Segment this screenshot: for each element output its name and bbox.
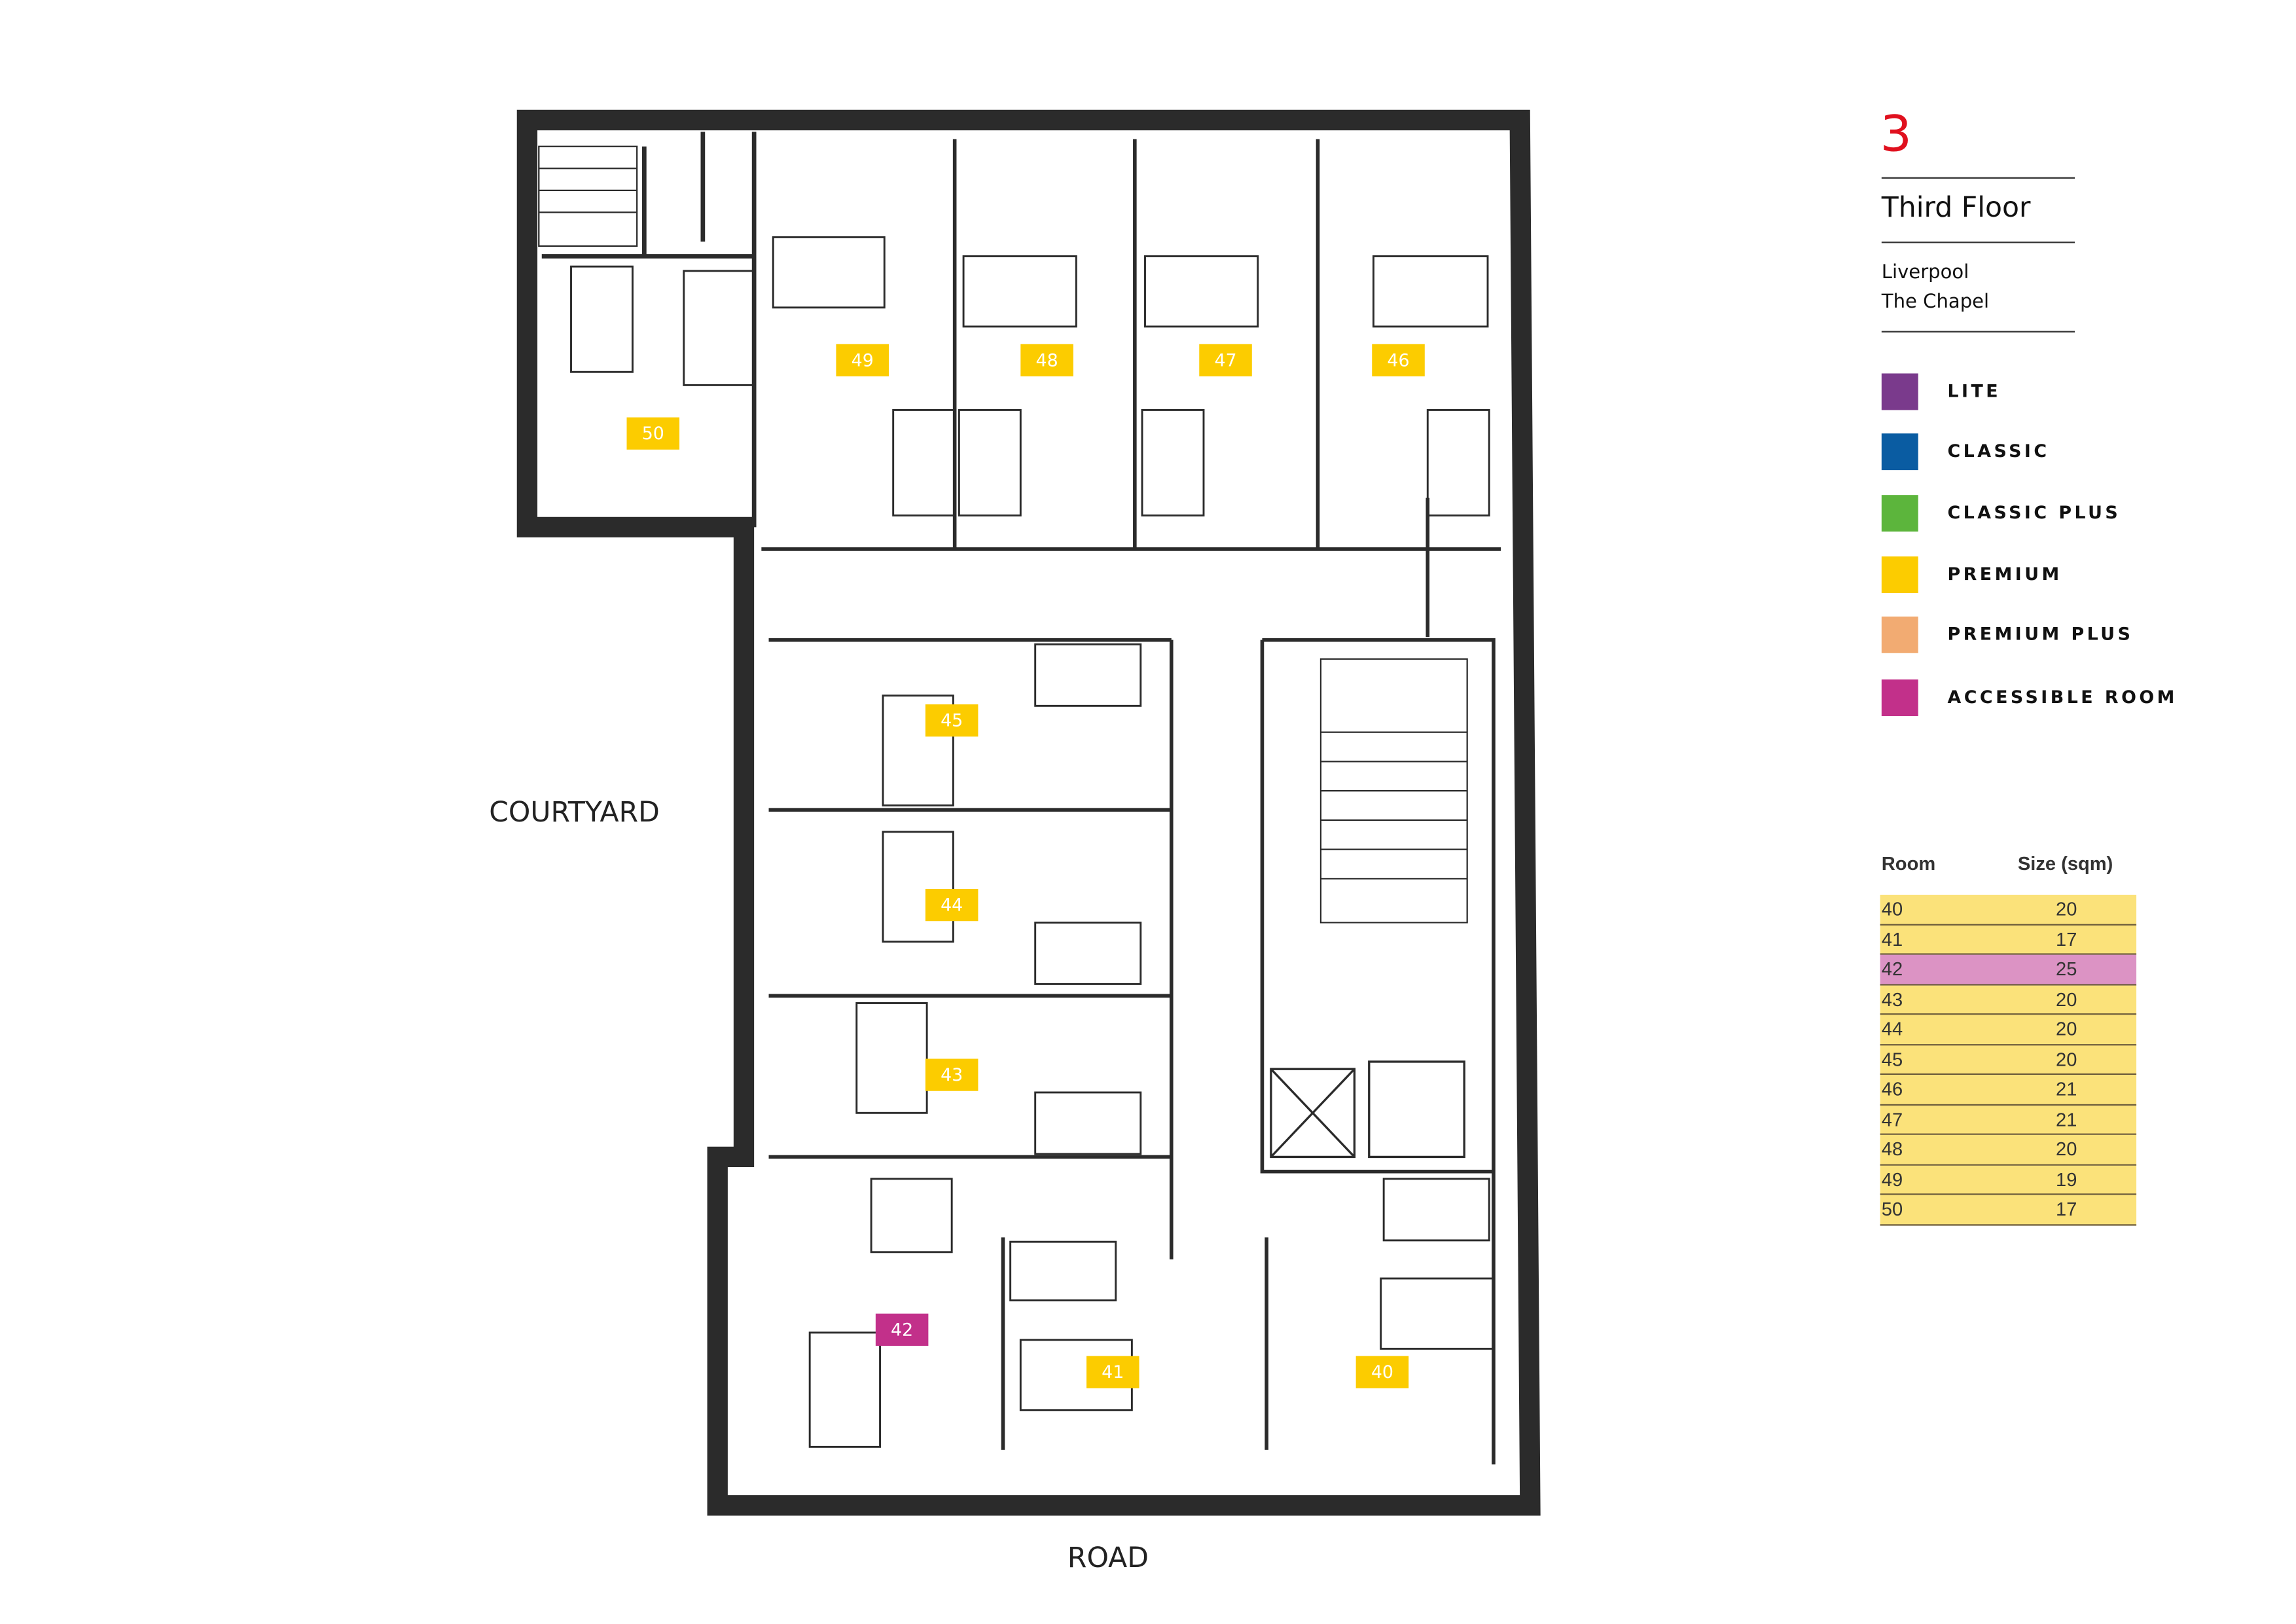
floor-title: Third Floor (1881, 192, 2031, 225)
table-header-size: Size (sqm) (2017, 852, 2113, 875)
building-name: The Chapel (1881, 291, 1990, 314)
room-label-42: 42 (875, 1313, 929, 1346)
stairs (1319, 658, 1468, 924)
legend-swatch (1881, 433, 1918, 471)
legend-swatch (1881, 373, 1918, 410)
room-size-cell: 17 (2056, 1198, 2077, 1220)
room-number-cell: 45 (1881, 1047, 1903, 1070)
table-row: 43 20 (1880, 984, 2137, 1015)
table-row: 41 17 (1880, 924, 2137, 955)
road-label: ROAD (1067, 1542, 1149, 1574)
legend-swatch (1881, 616, 1918, 653)
room-size-cell: 20 (2056, 987, 2077, 1010)
room-number-cell: 47 (1881, 1108, 1903, 1130)
exterior-wall (516, 109, 1541, 1516)
legend-label: CLASSIC (1947, 441, 2050, 461)
room-label-43: 43 (925, 1058, 978, 1091)
room-number-cell: 50 (1881, 1198, 1903, 1220)
room-size-cell: 17 (2056, 928, 2077, 950)
beds (683, 236, 1495, 1448)
room-size-cell: 20 (2056, 1138, 2077, 1160)
table-row: 48 20 (1880, 1134, 2137, 1165)
legend-swatch (1881, 556, 1918, 594)
divider (1881, 331, 2075, 333)
legend-label: CLASSIC PLUS (1947, 502, 2121, 523)
room-label-48: 48 (1020, 344, 1073, 376)
room-label-46: 46 (1372, 344, 1425, 376)
room-size-cell: 21 (2056, 1077, 2077, 1100)
room-size-cell: 25 (2056, 958, 2077, 980)
room-label-41: 41 (1086, 1356, 1139, 1388)
room-number-cell: 49 (1881, 1168, 1903, 1190)
room-number-cell: 44 (1881, 1017, 1903, 1040)
room-size-cell: 20 (2056, 1017, 2077, 1040)
wing-walls (541, 132, 757, 528)
room-label-47: 47 (1199, 344, 1252, 376)
room-size-cell: 19 (2056, 1168, 2077, 1190)
stairs-wing (538, 145, 638, 247)
divider (1881, 242, 2075, 244)
legend-swatch (1881, 679, 1918, 716)
legend-label: LITE (1947, 380, 2001, 401)
city-name: Liverpool (1881, 262, 1969, 285)
room-size-table: 40 20 41 17 42 25 43 20 44 20 45 20 46 21 47 21 48 20 49 19… (1880, 894, 2137, 1225)
table-row: 46 21 (1880, 1075, 2137, 1105)
table-row: 42 25 (1880, 954, 2137, 985)
lift (1270, 1060, 1465, 1159)
divider (1881, 177, 2075, 179)
table-row: 47 21 (1880, 1104, 2137, 1135)
room-label-45: 45 (925, 704, 978, 737)
table-row: 50 17 (1880, 1195, 2137, 1225)
room-label-50: 50 (626, 417, 680, 450)
bathroom-pods (570, 265, 1490, 1302)
room-number-cell: 41 (1881, 928, 1903, 950)
room-number-cell: 48 (1881, 1138, 1903, 1160)
table-row: 40 20 (1880, 894, 2137, 925)
room-number-cell: 46 (1881, 1077, 1903, 1100)
legend-label: ACCESSIBLE ROOM (1947, 687, 2178, 708)
top-room-walls (761, 139, 1501, 638)
legend-label: PREMIUM (1947, 564, 2062, 585)
floor-number: 3 (1880, 105, 1912, 164)
legend-swatch (1881, 495, 1918, 532)
room-number-cell: 40 (1881, 897, 1903, 920)
table-header-room: Room (1881, 852, 1936, 875)
room-label-40: 40 (1355, 1356, 1409, 1388)
room-label-49: 49 (836, 344, 889, 376)
room-size-cell: 21 (2056, 1108, 2077, 1130)
legend-label: PREMIUM PLUS (1947, 624, 2134, 645)
core-walls (768, 638, 1496, 1465)
room-size-cell: 20 (2056, 1047, 2077, 1070)
room-size-cell: 20 (2056, 897, 2077, 920)
courtyard-label: COURTYARD (489, 797, 660, 829)
room-number-cell: 43 (1881, 987, 1903, 1010)
room-number-cell: 42 (1881, 958, 1903, 980)
table-row: 49 19 (1880, 1164, 2137, 1195)
table-row: 44 20 (1880, 1015, 2137, 1045)
room-label-44: 44 (925, 888, 978, 922)
table-row: 45 20 (1880, 1045, 2137, 1075)
